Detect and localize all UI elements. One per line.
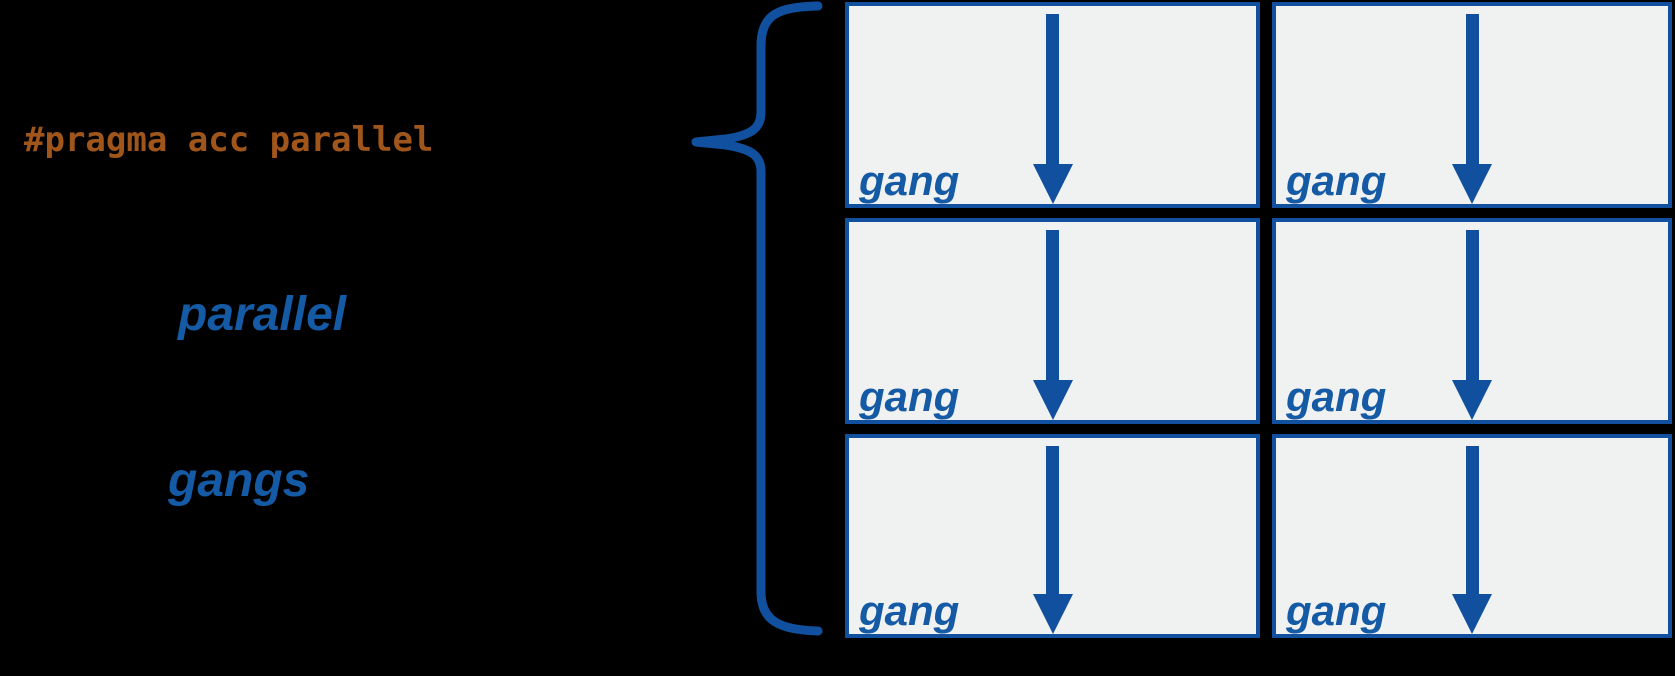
pragma-code-text: #pragma acc parallel <box>24 120 434 160</box>
down-arrow-icon <box>1032 14 1073 204</box>
arrow-shaft <box>1465 446 1479 600</box>
arrow-shaft <box>1465 14 1479 170</box>
arrow-head <box>1452 594 1492 634</box>
arrow-shaft <box>1046 14 1059 170</box>
gang-box: gang <box>1272 2 1672 208</box>
gang-box: gang <box>1272 434 1672 638</box>
gang-box: gang <box>1272 218 1672 424</box>
gang-grid: gang gang gang gang <box>845 2 1672 638</box>
curly-brace-icon <box>691 1 823 636</box>
gang-box: gang <box>845 218 1260 424</box>
gang-label: gang <box>1286 587 1387 634</box>
arrow-shaft <box>1046 446 1059 600</box>
gang-box: gang <box>845 2 1260 208</box>
gang-label: gang <box>859 157 960 204</box>
down-arrow-icon <box>1032 446 1073 634</box>
gang-label: gang <box>1286 373 1387 420</box>
arrow-head <box>1032 380 1073 420</box>
arrow-head <box>1452 164 1492 204</box>
gang-label: gang <box>859 587 960 634</box>
gang-label: gang <box>1286 157 1387 204</box>
arrow-shaft <box>1046 230 1059 386</box>
gangs-label: gangs <box>168 454 310 507</box>
down-arrow-icon <box>1032 230 1073 420</box>
gang-label: gang <box>859 373 960 420</box>
arrow-head <box>1032 164 1073 204</box>
arrow-shaft <box>1465 230 1479 386</box>
arrow-head <box>1032 594 1073 634</box>
parallel-label: parallel <box>178 288 347 341</box>
arrow-head <box>1452 380 1492 420</box>
down-arrow-icon <box>1452 14 1492 204</box>
down-arrow-icon <box>1452 230 1492 420</box>
gang-box: gang <box>845 434 1260 638</box>
down-arrow-icon <box>1452 446 1492 634</box>
